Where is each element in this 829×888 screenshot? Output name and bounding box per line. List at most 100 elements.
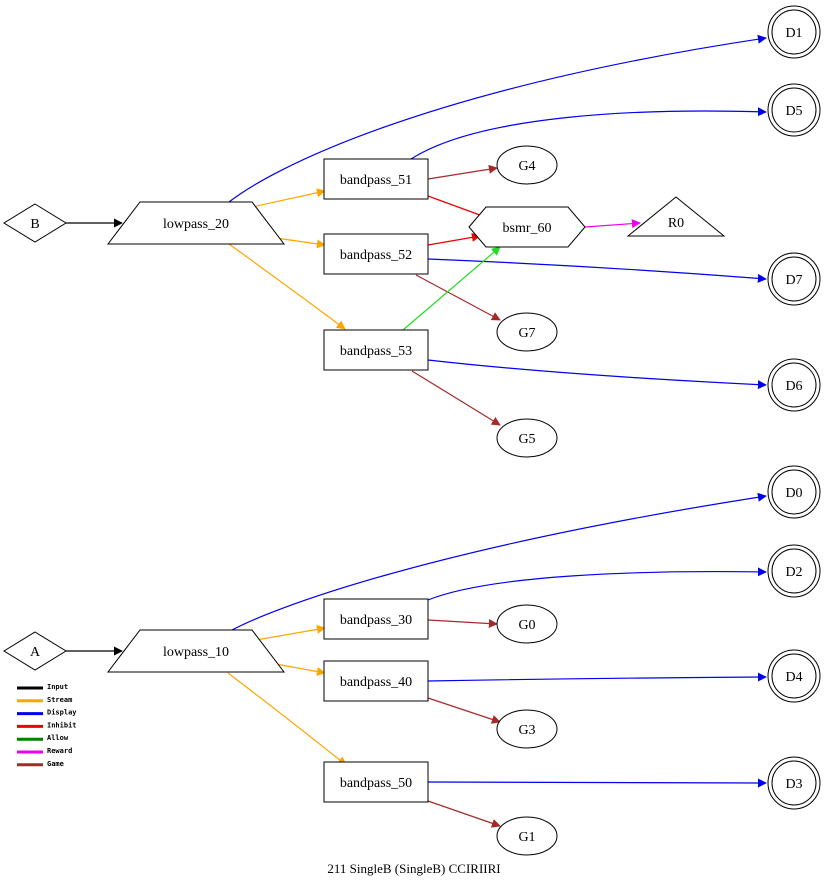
legend-label-reward: Reward bbox=[47, 747, 72, 755]
legend-label-display: Display bbox=[47, 709, 77, 717]
edge-bandpass_51-to-bsmr_60 bbox=[427, 195, 489, 220]
edge-bandpass_50-to-G1 bbox=[427, 800, 501, 828]
node-label: lowpass_20 bbox=[163, 217, 229, 232]
node-inner-ring bbox=[771, 469, 817, 515]
node-bandpass-53[interactable]: bandpass_53 bbox=[323, 329, 429, 371]
node-shape bbox=[323, 660, 429, 702]
node-bandpass-50[interactable]: bandpass_50 bbox=[323, 761, 429, 803]
node-lowpass-20[interactable]: lowpass_20 bbox=[106, 201, 286, 245]
edge-bandpass_52-to-G7 bbox=[415, 274, 501, 321]
edge-bandpass_51-to-G4 bbox=[427, 164, 498, 180]
node-shape bbox=[496, 709, 558, 749]
edge-lowpass_20-to-D1 bbox=[228, 34, 767, 203]
node-inner-ring bbox=[771, 87, 817, 133]
node-shape bbox=[496, 604, 558, 644]
node-bandpass-40[interactable]: bandpass_40 bbox=[323, 660, 429, 702]
node-bandpass-51[interactable]: bandpass_51 bbox=[323, 158, 429, 200]
node-bandpass-52[interactable]: bandpass_52 bbox=[323, 233, 429, 275]
node-label: D1 bbox=[785, 26, 802, 41]
node-shape bbox=[468, 206, 586, 248]
edges-layer bbox=[66, 34, 767, 828]
node-inner-ring bbox=[771, 548, 817, 594]
node-g3[interactable]: G3 bbox=[496, 709, 558, 749]
node-shape bbox=[626, 196, 726, 237]
node-label: D3 bbox=[785, 777, 802, 792]
node-label: D5 bbox=[785, 104, 802, 119]
legend-label-allow: Allow bbox=[47, 734, 69, 742]
node-shape bbox=[323, 761, 429, 803]
node-g1[interactable]: G1 bbox=[496, 816, 558, 856]
edge-bandpass_53-to-G5 bbox=[411, 370, 501, 426]
node-shape bbox=[106, 629, 286, 673]
node-shape bbox=[496, 418, 558, 458]
node-inner-ring bbox=[771, 362, 817, 408]
edge-bandpass_53-to-D6 bbox=[427, 359, 767, 390]
node-shape bbox=[323, 233, 429, 275]
node-g4[interactable]: G4 bbox=[496, 145, 558, 185]
node-label: D2 bbox=[785, 565, 802, 580]
node-label: G5 bbox=[518, 432, 535, 447]
legend-label-game: Game bbox=[47, 760, 64, 768]
edge-lowpass_20-to-bandpass_53 bbox=[228, 243, 346, 330]
edge-bandpass_30-to-G0 bbox=[427, 619, 498, 629]
node-shape bbox=[3, 203, 67, 243]
edge-bandpass_30-to-D2 bbox=[427, 567, 767, 601]
graph-caption: 211 SingleB (SingleB) CCIRIIRI bbox=[327, 861, 500, 876]
edge-bandpass_40-to-D4 bbox=[427, 672, 767, 682]
node-label: G1 bbox=[518, 830, 535, 845]
edge-bsmr_60-to-R0 bbox=[584, 219, 641, 229]
node-b[interactable]: B bbox=[3, 203, 67, 243]
edge-bandpass_50-to-D3 bbox=[427, 778, 767, 788]
edge-bandpass_51-to-D5 bbox=[410, 107, 767, 160]
node-d1[interactable]: D1 bbox=[767, 5, 821, 59]
node-bandpass-30[interactable]: bandpass_30 bbox=[323, 598, 429, 640]
node-inner-ring bbox=[771, 256, 817, 302]
node-a[interactable]: A bbox=[3, 631, 67, 671]
edge-bandpass_52-to-bsmr_60 bbox=[427, 232, 481, 246]
node-label: D7 bbox=[785, 273, 802, 288]
edge-lowpass_10-to-bandpass_50 bbox=[227, 672, 347, 766]
node-label: bandpass_53 bbox=[340, 344, 412, 359]
node-label: B bbox=[30, 217, 39, 232]
node-g5[interactable]: G5 bbox=[496, 418, 558, 458]
edge-lowpass_10-to-D0 bbox=[231, 492, 767, 631]
node-shape bbox=[496, 312, 558, 352]
node-lowpass-10[interactable]: lowpass_10 bbox=[106, 629, 286, 673]
node-d5[interactable]: D5 bbox=[767, 83, 821, 137]
node-bsmr-60[interactable]: bsmr_60 bbox=[468, 206, 586, 248]
node-label: D4 bbox=[785, 670, 802, 685]
legend-label-input: Input bbox=[47, 683, 68, 691]
node-label: bandpass_40 bbox=[340, 675, 412, 690]
node-g7[interactable]: G7 bbox=[496, 312, 558, 352]
edge-bandpass_52-to-D7 bbox=[427, 258, 767, 283]
node-inner-ring bbox=[771, 9, 817, 55]
legend-label-inhibit: Inhibit bbox=[47, 721, 77, 729]
node-d3[interactable]: D3 bbox=[767, 756, 821, 810]
node-label: D0 bbox=[785, 486, 802, 501]
node-shape bbox=[106, 201, 286, 245]
node-d4[interactable]: D4 bbox=[767, 649, 821, 703]
node-label: G7 bbox=[518, 326, 535, 341]
node-shape bbox=[3, 631, 67, 671]
node-d0[interactable]: D0 bbox=[767, 465, 821, 519]
node-label: G3 bbox=[518, 723, 535, 738]
node-d2[interactable]: D2 bbox=[767, 544, 821, 598]
node-d6[interactable]: D6 bbox=[767, 358, 821, 412]
node-label: A bbox=[30, 645, 41, 660]
node-label: bandpass_50 bbox=[340, 776, 412, 791]
edge-lowpass_10-to-bandpass_40 bbox=[275, 663, 326, 676]
node-label: G4 bbox=[518, 159, 535, 174]
node-g0[interactable]: G0 bbox=[496, 604, 558, 644]
node-label: D6 bbox=[785, 379, 802, 394]
edge-bandpass_53-to-bsmr_60 bbox=[402, 246, 501, 331]
node-r0[interactable]: R0 bbox=[626, 196, 726, 237]
node-label: lowpass_10 bbox=[163, 645, 229, 660]
edge-lowpass_20-to-bandpass_52 bbox=[275, 237, 326, 249]
node-label: R0 bbox=[668, 216, 684, 231]
edge-bandpass_40-to-G3 bbox=[427, 697, 501, 724]
node-d7[interactable]: D7 bbox=[767, 252, 821, 306]
node-shape bbox=[496, 816, 558, 856]
